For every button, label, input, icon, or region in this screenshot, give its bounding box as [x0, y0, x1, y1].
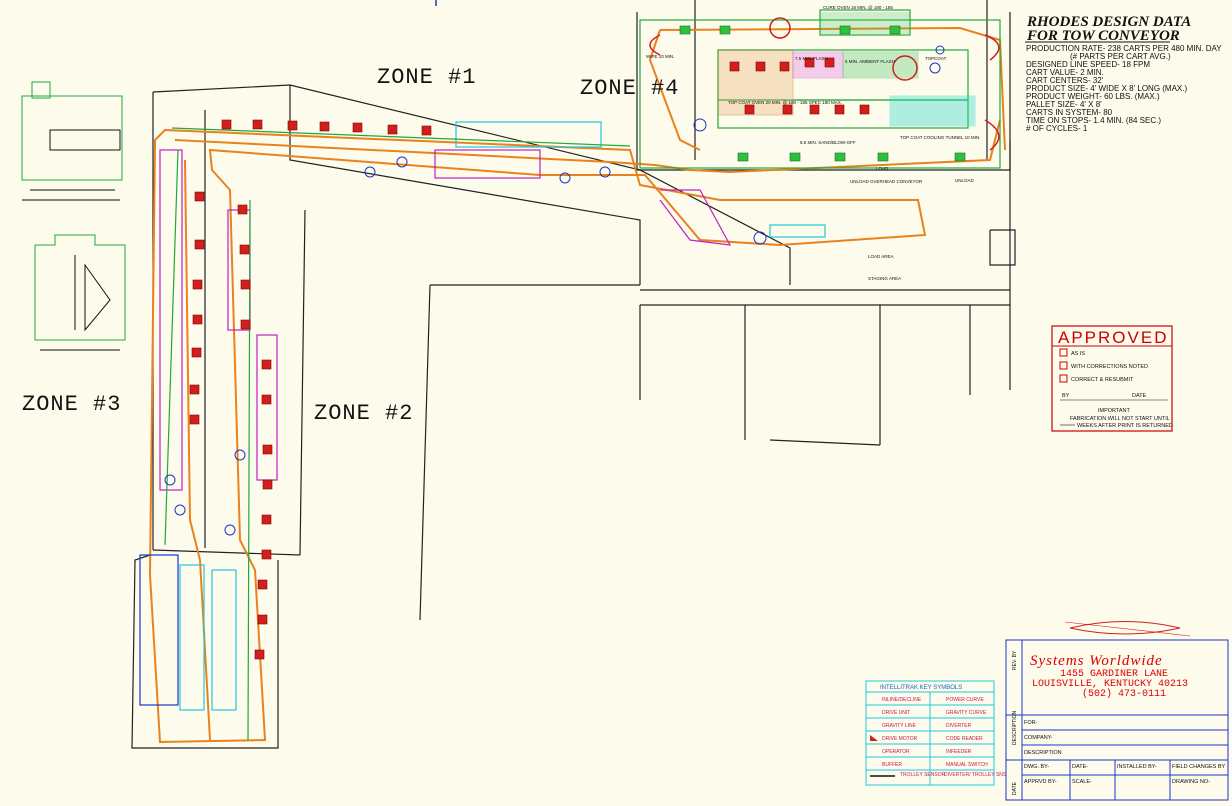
key-item: INFEEDER [946, 749, 972, 755]
zone4-booths [639, 9, 1001, 169]
tb-drwn-by: DWG. BY- [1024, 764, 1049, 770]
key-item: DRIVE UNIT [882, 710, 910, 716]
tb-description: DESCRIPTION [1024, 750, 1062, 756]
spec-line: DESIGNED LINE SPEED- 18 FPM [1026, 60, 1150, 69]
tb-for: FOR- [1024, 720, 1038, 726]
title-block [1005, 639, 1229, 801]
label-flash2: 5 MIN. AMBIENT FLASH [845, 59, 895, 64]
key-item: MANUAL SWITCH [946, 762, 988, 768]
approved-stamp: APPROVED AS IS WITH CORRECTIONS NOTED CO… [1051, 325, 1173, 432]
label-sand: 8.5 MIN. SAND/BLOW-OFF [800, 140, 856, 145]
zone2-label: ZONE #2 [314, 401, 413, 426]
tow-conveyor-track [148, 26, 1006, 744]
spec-line: PRODUCTION RATE- 238 CARTS PER 480 MIN. … [1026, 44, 1222, 53]
design-title-2: FOR TOW CONVEYOR [1026, 28, 1180, 44]
label-cooling: TOP COAT COOLING TUNNEL 10 MIN. [900, 135, 980, 140]
tb-side-rev: REV. BY [1012, 650, 1018, 670]
design-data-block: RHODES DESIGN DATA FOR TOW CONVEYOR PROD… [1025, 14, 1222, 133]
checkbox-with-corrections[interactable] [1059, 361, 1068, 370]
company-phone: (502) 473-0111 [1082, 688, 1166, 700]
label-load: LOAD [876, 166, 889, 171]
key-item: OPERATOR [882, 749, 910, 755]
approved-option: WITH CORRECTIONS NOTED [1071, 364, 1148, 370]
label-oven-top: CURE OVEN 18 MIN. @ 180 - 185 [823, 5, 893, 10]
key-item: POWER CURVE [946, 697, 984, 703]
label-staging: STAGING AREA [868, 276, 901, 281]
section-detail-bottom [34, 234, 126, 351]
key-item: INLINE/DECLINE [882, 697, 922, 703]
spec-line: TIME ON STOPS- 1.4 MIN. (84 SEC.) [1026, 116, 1161, 125]
checkbox-correct-resubmit[interactable] [1059, 374, 1068, 383]
key-item: GRAVITY LINE [882, 723, 917, 729]
company-name: Systems Worldwide [1030, 653, 1163, 669]
zone-vertical-lines [139, 149, 278, 741]
spec-line: # OF CYCLES- 1 [1026, 124, 1088, 133]
approved-date: DATE [1132, 393, 1147, 399]
approved-option: AS IS [1071, 351, 1085, 357]
key-symbols-legend: INTELLITRAK KEY SYMBOLS INLINE/DECLINE P… [865, 680, 1007, 786]
company-logo-icon [1069, 621, 1181, 635]
approved-note1: FABRICATION WILL NOT START UNTIL [1070, 416, 1170, 422]
approved-by: BY [1062, 393, 1070, 399]
label-topcoat: TOPCOAT [925, 56, 947, 61]
spec-line: (# PARTS PER CART AVG.) [1070, 52, 1171, 61]
drive-units [164, 45, 945, 536]
company-address1: 1455 GARDINER LANE [1060, 669, 1168, 680]
label-unload: UNLOAD [955, 178, 975, 183]
key-heading: INTELLITRAK KEY SYMBOLS [880, 685, 962, 691]
label-wipe: WIPE 10 MIN. [646, 54, 675, 59]
zone4-label: ZONE #4 [580, 76, 679, 101]
key-item: DIVERTER [946, 723, 972, 729]
station-markers [189, 57, 870, 660]
tb-apprvd-by: APPRVD BY- [1024, 779, 1057, 785]
spec-line: PALLET SIZE- 4' X 8' [1026, 100, 1102, 109]
key-item: BUFFER [882, 762, 902, 768]
approved-heading: APPROVED [1058, 328, 1168, 347]
drive-motor-icon [870, 735, 878, 741]
green-nodes [679, 25, 966, 162]
tb-side-description: DESCRIPTION [1012, 710, 1018, 745]
company-address2: LOUISVILLE, KENTUCKY 40213 [1032, 679, 1188, 690]
spec-line: PRODUCT SIZE- 4' WIDE X 8' LONG (MAX.) [1026, 84, 1187, 93]
key-item: CODE READER [946, 736, 983, 742]
design-title-1: RHODES DESIGN DATA [1026, 14, 1191, 30]
spec-line: CART CENTERS- 32' [1026, 76, 1104, 85]
zone1-lines [171, 121, 826, 246]
spec-line: CART VALUE- 2 MIN. [1026, 68, 1104, 77]
label-unload-overhead: UNLOAD OVERHEAD CONVEYOR [850, 179, 923, 184]
checkbox-as-is[interactable] [1059, 348, 1068, 357]
approved-note2: WEEKS AFTER PRINT IS RETURNED [1077, 423, 1173, 429]
tb-field-changes: FIELD CHANGES BY [1172, 764, 1226, 770]
red-circles [649, 17, 1000, 151]
key-item: TROLLEY SENSOR [900, 772, 946, 778]
tb-drawing-no: DRAWING NO- [1172, 779, 1210, 785]
approved-option: CORRECT & RESUBMIT [1071, 377, 1134, 383]
key-item: GRAVITY CURVE [946, 710, 987, 716]
tb-date: DATE- [1072, 764, 1088, 770]
spec-line: PRODUCT WEIGHT- 60 LBS. (MAX.) [1026, 92, 1160, 101]
zone1-label: ZONE #1 [377, 65, 476, 90]
tb-side-date: DATE [1012, 781, 1018, 795]
zone3-label: ZONE #3 [22, 392, 121, 417]
label-topcoat-oven: TOP COAT OVEN 20 MIN. @ 180 - 185 SPEC 1… [728, 100, 842, 105]
building-outline [131, 0, 1016, 749]
tb-scale: SCALE- [1072, 779, 1092, 785]
label-load-area: LOAD AREA [868, 254, 894, 259]
tb-installed-by: INSTALLED BY- [1117, 764, 1157, 770]
label-flash1: 7.5 MIN. FLASH [795, 56, 828, 61]
key-item: DIVERTER/ TROLLEY SNS [944, 772, 1007, 778]
spec-line: CARTS IN SYSTEM- 80 [1026, 108, 1113, 117]
key-item: DRIVE MOTOR [882, 736, 918, 742]
section-detail-top [21, 81, 123, 201]
tb-company: COMPANY- [1024, 735, 1053, 741]
approved-important: IMPORTANT [1098, 408, 1131, 414]
